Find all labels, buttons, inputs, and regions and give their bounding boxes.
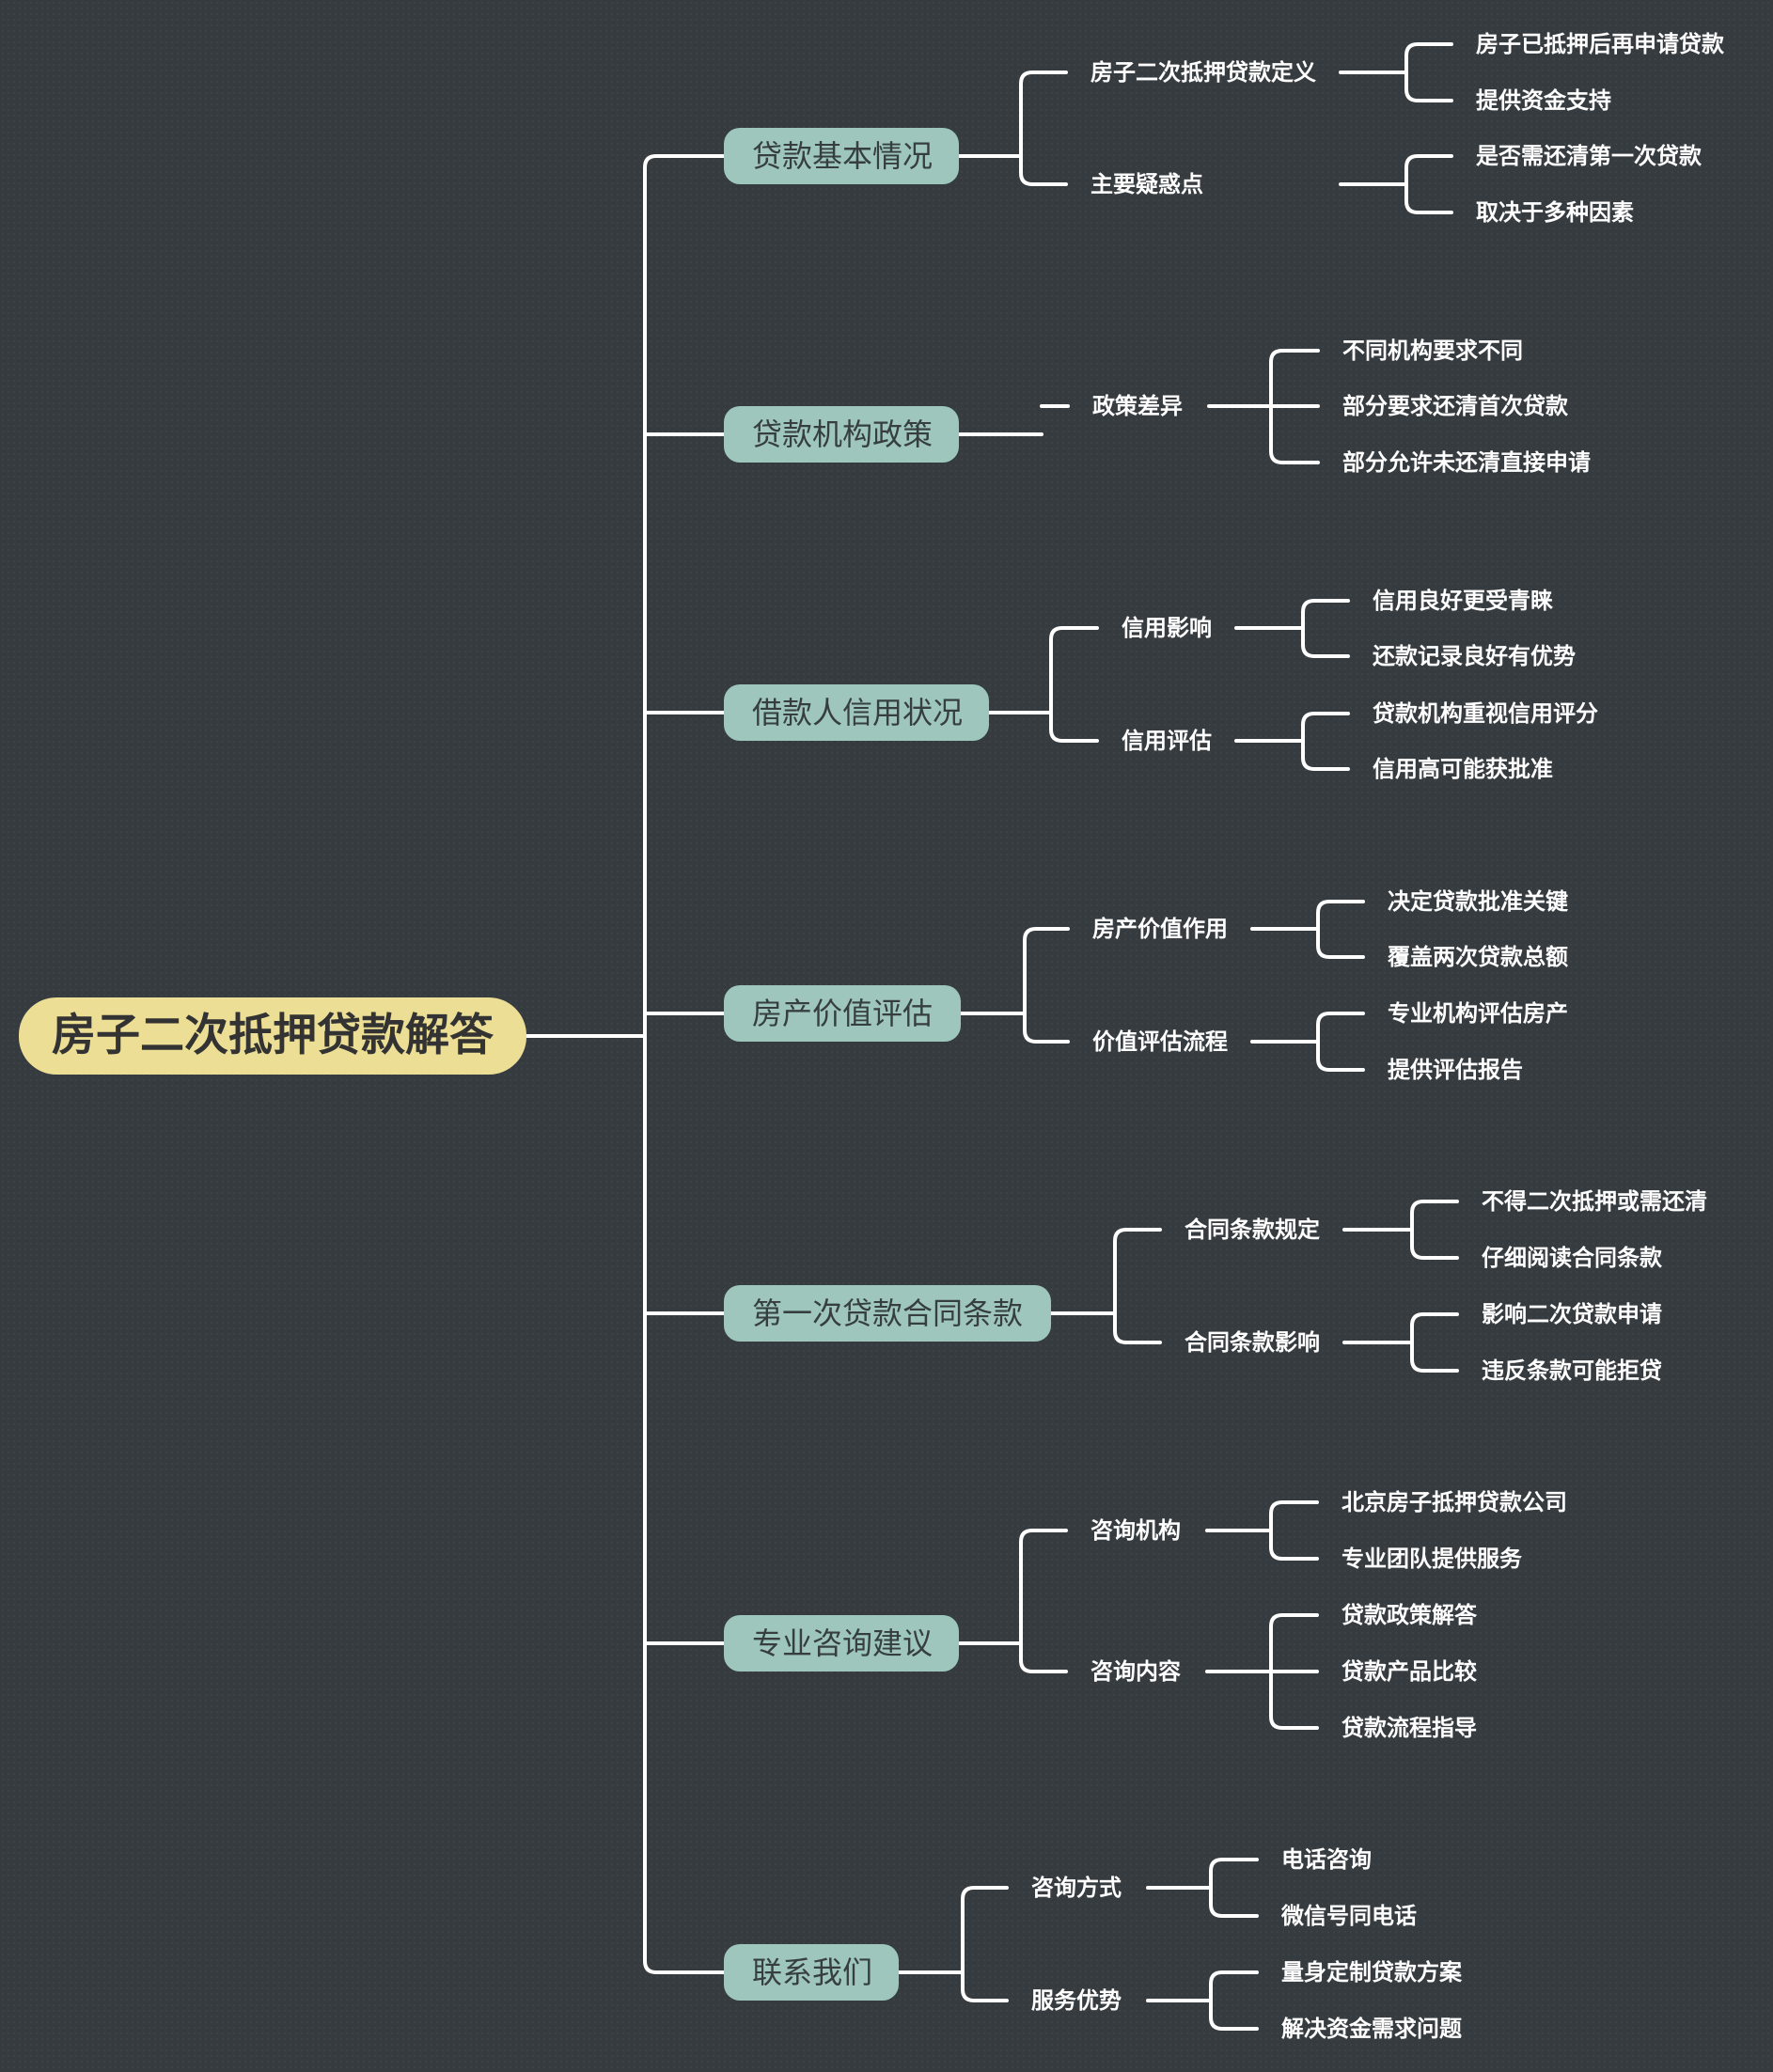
- subtopic-connector: [1339, 154, 1453, 214]
- leaf-topic[interactable]: 专业机构评估房产: [1388, 1000, 1568, 1027]
- leaf-topic[interactable]: 提供评估报告: [1388, 1057, 1523, 1083]
- leaf-topic[interactable]: 量身定制贷款方案: [1281, 1959, 1462, 1986]
- subtopic-connector: [1234, 599, 1350, 658]
- leaf-topic[interactable]: 专业团队提供服务: [1342, 1546, 1522, 1572]
- subtopic[interactable]: 价值评估流程: [1092, 1028, 1228, 1055]
- leaf-topic[interactable]: 微信号同电话: [1281, 1903, 1417, 1929]
- leaf-topic[interactable]: 北京房子抵押贷款公司: [1342, 1489, 1567, 1515]
- subtopic[interactable]: 合同条款规定: [1185, 1217, 1320, 1243]
- leaf-topic[interactable]: 信用高可能获批准: [1373, 756, 1553, 782]
- subtopic[interactable]: 信用评估: [1122, 728, 1212, 754]
- subtopic[interactable]: 房子二次抵押贷款定义: [1090, 59, 1316, 86]
- leaf-topic[interactable]: 电话咨询: [1281, 1846, 1372, 1873]
- subtopic-connector: [1250, 900, 1365, 959]
- leaf-topic[interactable]: 部分要求还清首次贷款: [1342, 393, 1568, 419]
- leaf-topic[interactable]: 贷款产品比较: [1342, 1658, 1477, 1685]
- subtopic-connector: [1205, 1613, 1319, 1730]
- branch-topic[interactable]: 第一次贷款合同条款: [724, 1285, 1051, 1342]
- leaf-topic[interactable]: 不同机构要求不同: [1342, 337, 1523, 364]
- trunk-connector: [525, 154, 726, 1974]
- leaf-topic[interactable]: 贷款机构重视信用评分: [1373, 700, 1598, 727]
- branch-topic[interactable]: 借款人信用状况: [724, 684, 989, 741]
- leaf-topic[interactable]: 提供资金支持: [1476, 87, 1611, 114]
- leaf-topic[interactable]: 解决资金需求问题: [1281, 2016, 1462, 2042]
- subtopic-connector: [1146, 1970, 1259, 2031]
- subtopic[interactable]: 房产价值作用: [1092, 916, 1228, 942]
- leaf-topic[interactable]: 部分允许未还清直接申请: [1342, 449, 1591, 476]
- subtopic-connector: [1342, 1312, 1459, 1373]
- root-topic[interactable]: 房子二次抵押贷款解答: [19, 997, 526, 1075]
- subtopic-connector: [1234, 712, 1350, 771]
- subtopic[interactable]: 咨询机构: [1090, 1517, 1181, 1544]
- branch-connector: [987, 626, 1099, 743]
- leaf-topic[interactable]: 还款记录良好有优势: [1373, 643, 1576, 669]
- subtopic[interactable]: 咨询内容: [1090, 1658, 1181, 1685]
- branch-connector: [959, 927, 1070, 1044]
- leaf-topic[interactable]: 信用良好更受青睐: [1373, 588, 1553, 614]
- leaf-topic[interactable]: 是否需还清第一次贷款: [1476, 143, 1702, 169]
- branch-topic[interactable]: 贷款基本情况: [724, 128, 959, 184]
- subtopic-connector: [1250, 1012, 1365, 1072]
- leaf-topic[interactable]: 贷款流程指导: [1342, 1715, 1477, 1741]
- branch-connector: [897, 1886, 1009, 2002]
- leaf-topic[interactable]: 贷款政策解答: [1342, 1602, 1477, 1628]
- subtopic-connector: [1207, 349, 1320, 464]
- subtopic-connector: [1342, 1200, 1459, 1260]
- subtopic[interactable]: 服务优势: [1031, 1987, 1122, 2014]
- branch-topic[interactable]: 联系我们: [724, 1944, 899, 2001]
- subtopic-connector: [1146, 1858, 1259, 1918]
- branch-topic[interactable]: 专业咨询建议: [724, 1615, 959, 1672]
- branch-topic[interactable]: 贷款机构政策: [724, 406, 959, 463]
- subtopic[interactable]: 主要疑惑点: [1090, 171, 1203, 197]
- subtopic[interactable]: 咨询方式: [1031, 1875, 1122, 1901]
- branch-connector: [957, 71, 1068, 186]
- branch-topic[interactable]: 房产价值评估: [724, 985, 961, 1042]
- leaf-topic[interactable]: 影响二次贷款申请: [1482, 1301, 1662, 1327]
- leaf-topic[interactable]: 不得二次抵押或需还清: [1482, 1188, 1707, 1215]
- leaf-topic[interactable]: 仔细阅读合同条款: [1482, 1245, 1662, 1271]
- leaf-topic[interactable]: 决定贷款批准关键: [1388, 888, 1568, 915]
- subtopic[interactable]: 政策差异: [1092, 393, 1183, 419]
- branch-connector: [957, 404, 1070, 436]
- leaf-topic[interactable]: 覆盖两次贷款总额: [1388, 944, 1568, 970]
- subtopic-connector: [1339, 42, 1453, 102]
- branch-connector: [1049, 1228, 1162, 1344]
- leaf-topic[interactable]: 取决于多种因素: [1476, 199, 1634, 226]
- subtopic[interactable]: 合同条款影响: [1185, 1329, 1320, 1356]
- branch-connector: [957, 1529, 1068, 1673]
- subtopic-connector: [1205, 1500, 1319, 1561]
- subtopic[interactable]: 信用影响: [1122, 615, 1212, 641]
- leaf-topic[interactable]: 房子已抵押后再申请贷款: [1476, 31, 1724, 57]
- leaf-topic[interactable]: 违反条款可能拒贷: [1482, 1358, 1662, 1384]
